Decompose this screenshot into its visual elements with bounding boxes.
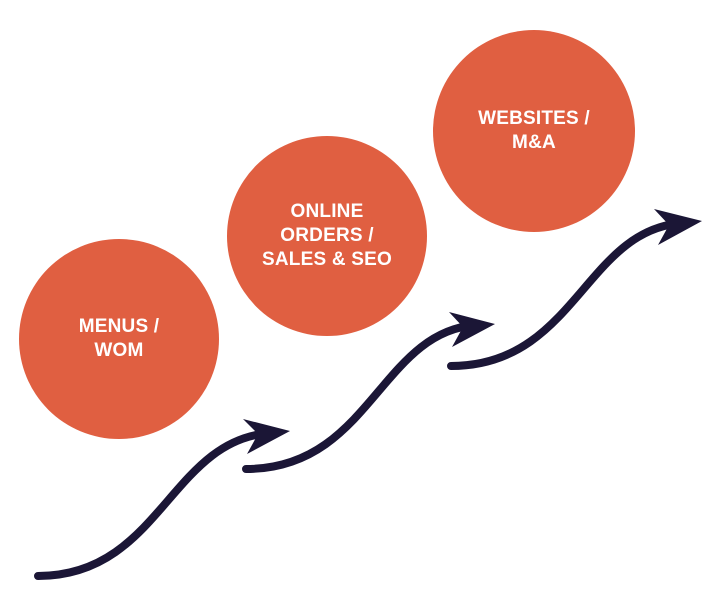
- arrow-3-head: [654, 209, 702, 245]
- arrow-2-head: [449, 312, 495, 347]
- stage-label-line: WOM: [94, 340, 144, 361]
- stage-label-line: ONLINE: [290, 200, 364, 222]
- stage-label-line: MENUS /: [78, 315, 160, 337]
- stage-label-line: SALES & SEO: [262, 249, 392, 271]
- stage-circle-online-orders: ONLINE ORDERS / SALES & SEO: [227, 136, 427, 336]
- stage-label-line: WEBSITES /: [478, 107, 590, 129]
- stage-label: MENUS / WOM: [79, 315, 160, 364]
- stage-circle-menus-wom: MENUS / WOM: [19, 239, 219, 439]
- arrow-1-shaft: [34, 429, 274, 580]
- curved-arrow-icon: [242, 312, 495, 473]
- arrow-1-head: [243, 419, 290, 454]
- stage-label-line: ORDERS /: [280, 224, 374, 246]
- stage-label: WEBSITES / M&A: [478, 107, 590, 156]
- stage-label-line: M&A: [512, 132, 556, 153]
- arrow-3-shaft: [447, 219, 686, 370]
- stage-circle-websites-ma: WEBSITES / M&A: [433, 30, 635, 232]
- curved-arrow-icon: [34, 419, 290, 580]
- curved-arrow-icon: [447, 209, 702, 370]
- arrow-2-shaft: [242, 321, 480, 473]
- stage-label: ONLINE ORDERS / SALES & SEO: [262, 200, 392, 273]
